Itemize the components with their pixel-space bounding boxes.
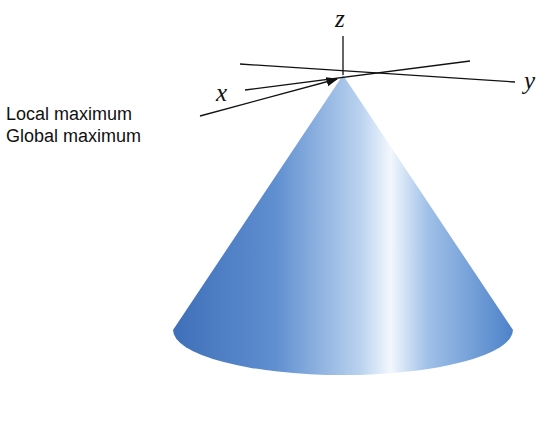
axis-label: y [524,68,535,93]
axis-label: x [216,80,227,105]
y-axis [240,64,515,82]
leader-arrow [200,79,337,116]
z-axis [342,36,343,75]
callout-label: Global maximum [6,126,141,147]
axis-label: z [335,6,345,31]
x-axis [245,61,470,90]
cone-surface [173,75,513,375]
callout-label: Local maximum [6,104,132,125]
